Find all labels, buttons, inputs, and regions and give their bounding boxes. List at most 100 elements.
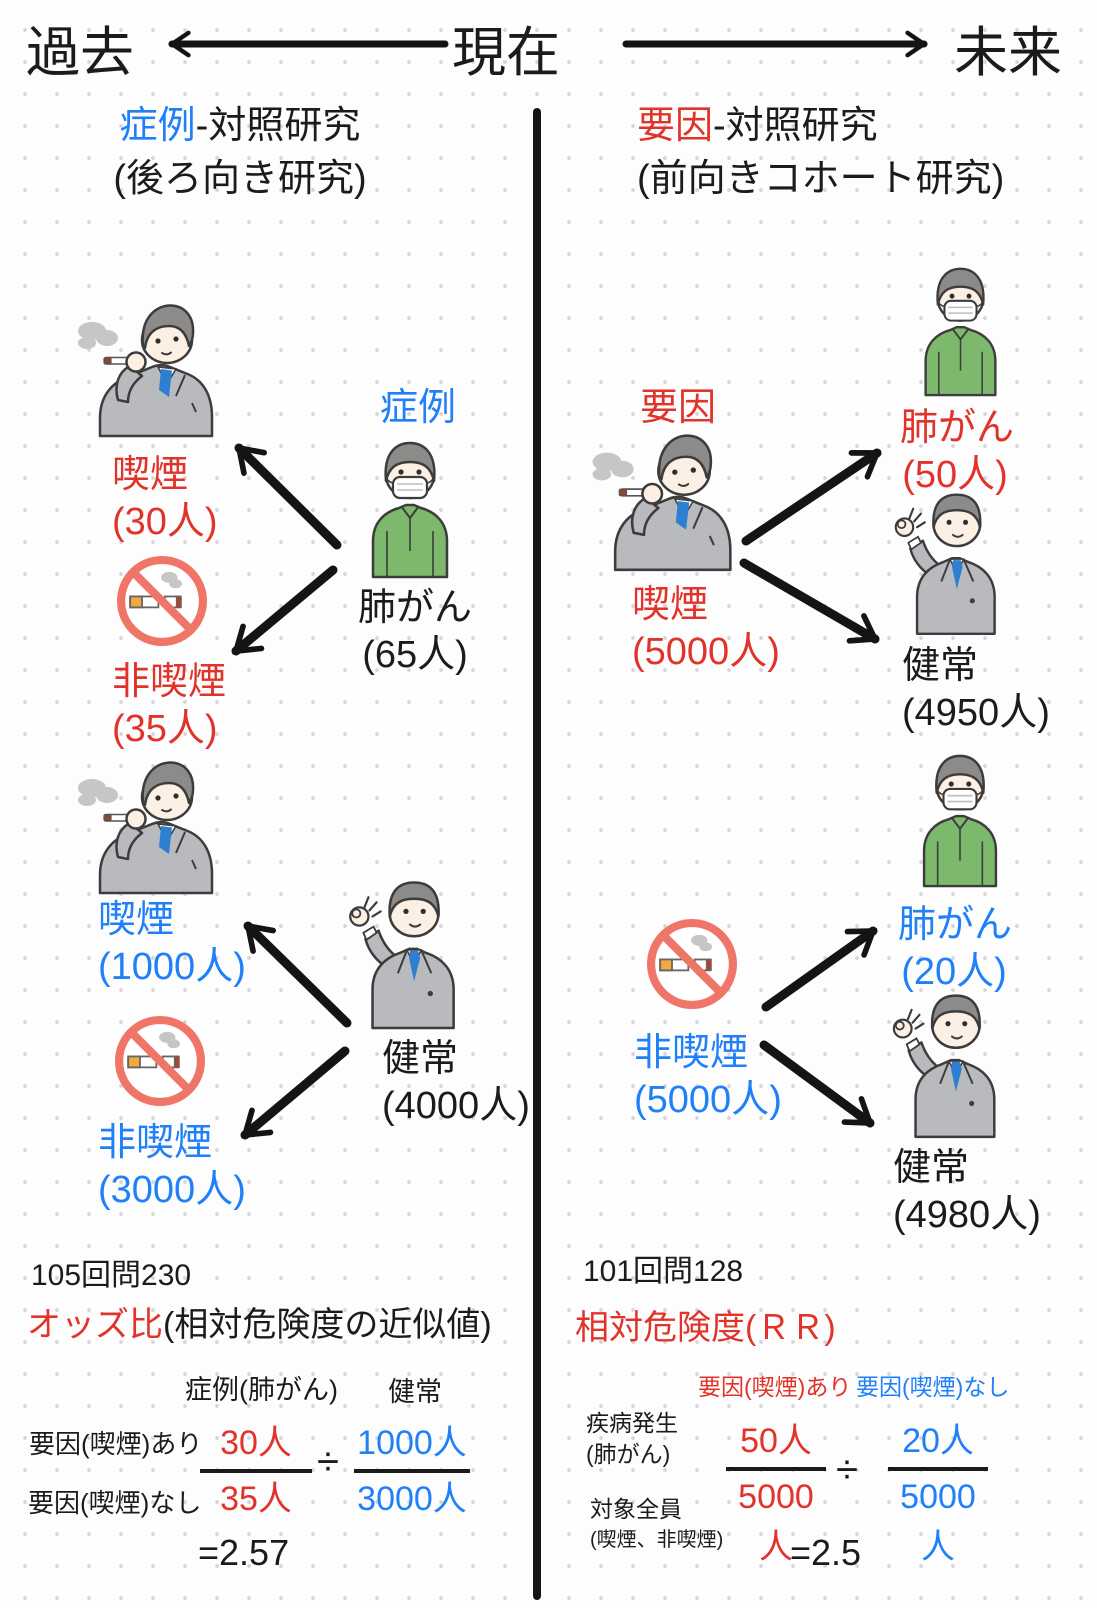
control-smoking-label: 喫煙 (1000人) <box>98 897 246 991</box>
rr-exposed-fraction: 50人 5000人 <box>726 1416 826 1566</box>
factor-label-text: 要因 <box>640 387 717 429</box>
unexposed-disease-label: 肺がん (20人) <box>898 902 1013 996</box>
fraction-denominator: 35人 <box>220 1480 292 1518</box>
case-to-nonsmoking-arrow <box>231 565 338 656</box>
right-panel-title-line1: 要因-対照研究 <box>637 100 1004 153</box>
healthy-label-text: 健常 <box>382 1038 459 1080</box>
exposed-disease-label: 肺がん (50人) <box>900 405 1015 499</box>
left-panel-title: 症例-対照研究 (後ろ向き研究) <box>40 100 440 206</box>
odds-row-factor-yes: 要因(喫煙)あり <box>29 1429 203 1459</box>
smoking-count-text: (30人) <box>112 501 218 543</box>
smoking-man-illustration <box>72 757 222 899</box>
relative-risk-title: 相対危険度(ＲＲ) <box>575 1309 836 1347</box>
fraction-denominator: 3000人 <box>357 1480 467 1518</box>
smoking-label-text: 喫煙 <box>98 899 175 941</box>
nonsmoking-label-text: 非喫煙 <box>112 661 227 703</box>
odds-ratio-title-paren: (相対危険度の近似値) <box>163 1306 492 1344</box>
control-to-smoking-arrow <box>243 921 352 1028</box>
right-exam-reference: 101回問128 <box>583 1255 744 1288</box>
rr-unexposed-fraction: 20人 5000人 <box>888 1416 988 1566</box>
nonsmoking-count-text: (35人) <box>112 708 218 750</box>
left-panel-title-line1: 症例-対照研究 <box>40 100 440 153</box>
fraction-numerator: 1000人 <box>357 1424 467 1462</box>
relative-risk-result: =2.5 <box>790 1532 862 1573</box>
lung-cancer-count-text: (65人) <box>362 634 468 676</box>
case-word-highlight: 症例 <box>119 105 196 147</box>
factor-word-highlight: 要因 <box>637 105 714 147</box>
fraction-bar <box>888 1467 988 1471</box>
odds-case-fraction: 30人 35人 <box>200 1418 312 1524</box>
right-title-rest: -対照研究 <box>713 105 878 147</box>
smoking-man-illustration <box>586 430 741 576</box>
total-subjects-paren: (喫煙、非喫煙) <box>590 1529 724 1551</box>
nonsmoking-label-text: 非喫煙 <box>634 1032 749 1074</box>
timeline-future-label: 未来 <box>954 23 1062 83</box>
rr-row-total-label: 対象全員 (喫煙、非喫煙) <box>590 1494 723 1556</box>
fraction-bar <box>200 1469 312 1473</box>
right-panel-subtitle: (前向きコホート研究) <box>637 158 1005 200</box>
fraction-denominator: 5000人 <box>738 1478 814 1566</box>
disease-occurrence-text: 疾病発生 <box>586 1410 678 1436</box>
total-subjects-text: 対象全員 <box>590 1496 682 1522</box>
smoking-man-illustration <box>72 300 222 442</box>
nonsmoking-label-text: 非喫煙 <box>98 1122 213 1164</box>
healthy-man-ok-illustration <box>888 490 1014 638</box>
lung-cancer-count-text: (20人) <box>901 951 1007 993</box>
fraction-numerator: 20人 <box>902 1422 974 1460</box>
smoking-label-text: 喫煙 <box>632 584 709 626</box>
nonsmoking-count-text: (5000人) <box>634 1079 782 1121</box>
control-to-nonsmoking-arrow <box>240 1046 350 1140</box>
smoking-count-text: (1000人) <box>98 946 246 988</box>
healthy-count-text: (4000人) <box>382 1085 530 1127</box>
case-smoking-label: 喫煙 (30人) <box>112 452 218 546</box>
odds-row-factor-no: 要因(喫煙)なし <box>28 1488 202 1518</box>
lung-cancer-label-text: 肺がん <box>900 407 1015 449</box>
divide-sign: ÷ <box>836 1448 858 1492</box>
case-nonsmoking-label: 非喫煙 (35人) <box>112 659 226 753</box>
masked-patient-illustration <box>912 265 1009 397</box>
left-title-rest: -対照研究 <box>195 105 361 147</box>
odds-col-healthy-header: 健常 <box>388 1377 442 1407</box>
rr-col-factor-yes-header: 要因(喫煙)あり <box>698 1374 852 1400</box>
timeline-present-label: 現在 <box>452 23 560 83</box>
case-group-label: 症例 <box>380 385 456 432</box>
smoking-label-text: 喫煙 <box>112 454 189 496</box>
lung-cancer-label-text: 肺がん <box>898 904 1013 946</box>
control-person-label: 健常 (4000人) <box>382 1036 530 1130</box>
factor-group-label: 要因 <box>640 385 716 432</box>
no-smoking-icon <box>112 551 212 651</box>
odds-ratio-title: オッズ比(相対危険度の近似値) <box>27 1297 492 1346</box>
case-to-smoking-arrow <box>234 443 342 550</box>
rr-col-factor-no-header: 要因(喫煙)なし <box>856 1374 1010 1400</box>
healthy-count-text: (4980人) <box>893 1194 1041 1236</box>
timeline-past-label: 過去 <box>26 23 134 83</box>
exposed-group-label: 喫煙 (5000人) <box>632 582 780 676</box>
fraction-numerator: 50人 <box>740 1422 812 1460</box>
divide-sign: ÷ <box>317 1440 339 1484</box>
odds-ratio-result: =2.57 <box>198 1532 290 1573</box>
case-label-text: 症例 <box>380 387 457 429</box>
healthy-man-ok-illustration <box>338 880 478 1030</box>
odds-healthy-fraction: 1000人 3000人 <box>354 1418 470 1524</box>
case-person-label: 肺がん (65人) <box>355 585 475 679</box>
fraction-bar <box>726 1467 826 1471</box>
left-exam-reference: 105回問230 <box>31 1259 192 1292</box>
smoking-count-text: (5000人) <box>632 631 780 673</box>
nonsmoking-count-text: (3000人) <box>98 1169 246 1211</box>
fraction-numerator: 30人 <box>220 1424 292 1462</box>
odds-col-case-header: 症例(肺がん) <box>185 1375 338 1405</box>
right-panel-title: 要因-対照研究 (前向きコホート研究) <box>637 100 1004 206</box>
lung-cancer-label-text: 肺がん <box>357 587 472 629</box>
lung-cancer-count-text: (50人) <box>902 454 1008 496</box>
exposed-to-disease-arrow <box>741 448 882 546</box>
control-nonsmoking-label: 非喫煙 (3000人) <box>98 1120 246 1214</box>
left-panel-subtitle: (後ろ向き研究) <box>113 158 367 200</box>
unexposed-to-disease-arrow <box>761 926 878 1012</box>
healthy-count-text: (4950人) <box>902 692 1050 734</box>
no-smoking-icon <box>642 914 742 1014</box>
fraction-bar <box>354 1469 470 1473</box>
unexposed-healthy-label: 健常 (4980人) <box>893 1145 1041 1239</box>
masked-patient-illustration <box>360 438 460 580</box>
unexposed-group-label: 非喫煙 (5000人) <box>634 1030 782 1124</box>
